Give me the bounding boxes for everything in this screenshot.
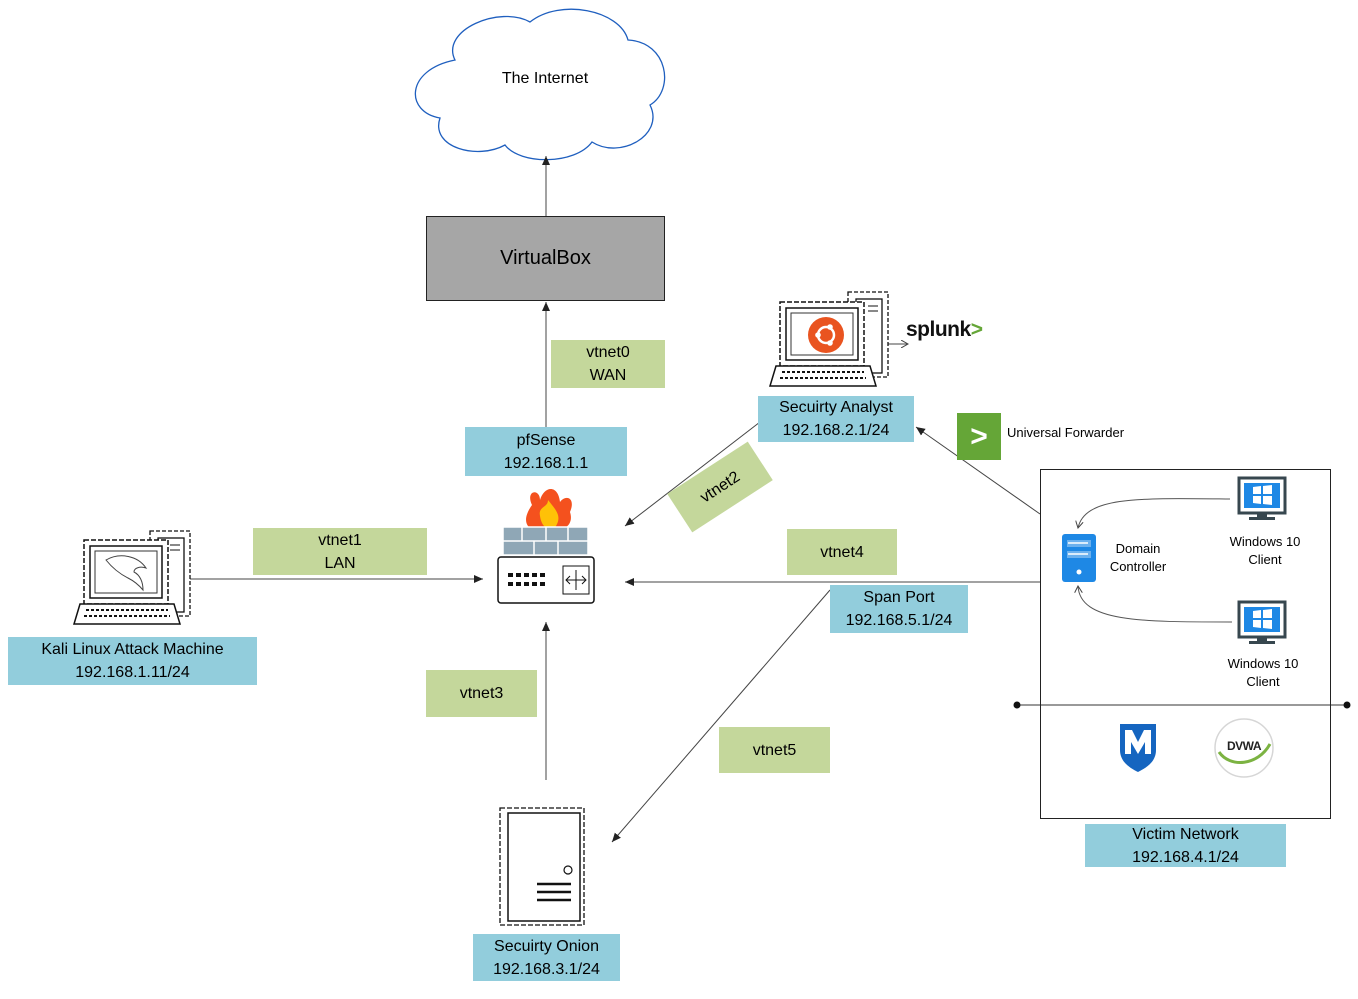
onion-label: Secuirty Onion 192.168.3.1/24 [473,934,620,981]
victim-name: Victim Network [1132,825,1239,843]
domain-controller-label: Domain Controller [1100,540,1176,576]
dc-line2: Controller [1109,559,1167,574]
forwarder-glyph: > [970,419,988,453]
virtualbox-node: VirtualBox [426,216,665,301]
victim-network-label: Victim Network 192.168.4.1/24 [1085,824,1286,867]
domain-controller-icon [1062,534,1096,582]
splunk-chevron: > [970,318,983,341]
kali-computer-icon [72,530,191,625]
onion-name: Secuirty Onion [494,937,599,955]
metasploitable-shield-icon [1120,724,1156,772]
vtnet3-name: vtnet3 [459,685,504,702]
link-client2-dc [1078,586,1233,623]
forwarder-label: Universal Forwarder [1007,425,1125,440]
span-port-name: Span Port [863,589,935,606]
victim-ip: 192.168.4.1/24 [1132,848,1239,866]
client2-line1: Windows 10 [1227,656,1299,671]
link-analyst-firewall [624,421,761,527]
pfsense-ip: 192.168.1.1 [503,454,589,472]
link-client1-dc [1078,498,1231,528]
analyst-computer-icon [768,291,889,387]
vtnet1-tag: vtnet1 LAN [253,528,427,575]
forwarder-icon: > [957,413,1001,460]
victim-network-box [1040,469,1331,819]
kali-ip: 192.168.1.11/24 [75,664,190,681]
span-port-ip: 192.168.5.1/24 [845,612,953,629]
dc-line1: Domain [1115,541,1161,556]
client1-line1: Windows 10 [1229,534,1301,549]
vtnet1-name: vtnet1 [318,531,362,549]
vtnet5-name: vtnet5 [752,741,797,759]
client1-label: Windows 10 Client [1222,533,1308,569]
vtnet4-name: vtnet4 [820,543,864,561]
vtnet0-name: vtnet0 [586,344,630,361]
virtualbox-label: VirtualBox [500,247,591,269]
pfsense-name: pfSense [516,431,576,449]
onion-server-icon [499,807,585,926]
splunk-logo: splunk> [906,318,983,342]
analyst-label: Secuirty Analyst 192.168.2.1/24 [758,396,914,442]
windows-client-2-icon [1237,600,1287,644]
divider-dot-left [1013,701,1021,709]
windows-client-1-icon [1237,476,1287,520]
splunk-text: splunk [906,318,971,341]
pfsense-label: pfSense 192.168.1.1 [465,427,627,476]
span-port-label: Span Port 192.168.5.1/24 [830,585,968,633]
vtnet4-tag: vtnet4 [787,529,897,575]
pfsense-firewall-icon [497,489,595,604]
internet-label: The Internet [501,70,589,87]
onion-ip: 192.168.3.1/24 [493,960,600,978]
internet-cloud [414,8,666,161]
client2-line2: Client [1246,674,1280,689]
vtnet0-role: WAN [589,367,627,384]
client1-line2: Client [1248,552,1282,567]
kali-name: Kali Linux Attack Machine [41,641,224,658]
analyst-ip: 192.168.2.1/24 [782,422,890,439]
client2-label: Windows 10 Client [1220,655,1306,691]
dvwa-logo-icon [1214,718,1274,778]
link-victim-analyst [915,426,1041,515]
divider-dot-right [1343,701,1351,709]
link-span-onion [611,589,831,843]
vtnet0-tag: vtnet0 WAN [551,340,665,388]
kali-label: Kali Linux Attack Machine 192.168.1.11/2… [8,637,257,685]
dvwa-text: DVWA [1227,739,1262,753]
vtnet1-role: LAN [324,554,356,572]
analyst-name: Secuirty Analyst [779,399,893,416]
vtnet5-tag: vtnet5 [719,727,830,773]
vtnet3-tag: vtnet3 [426,670,537,717]
